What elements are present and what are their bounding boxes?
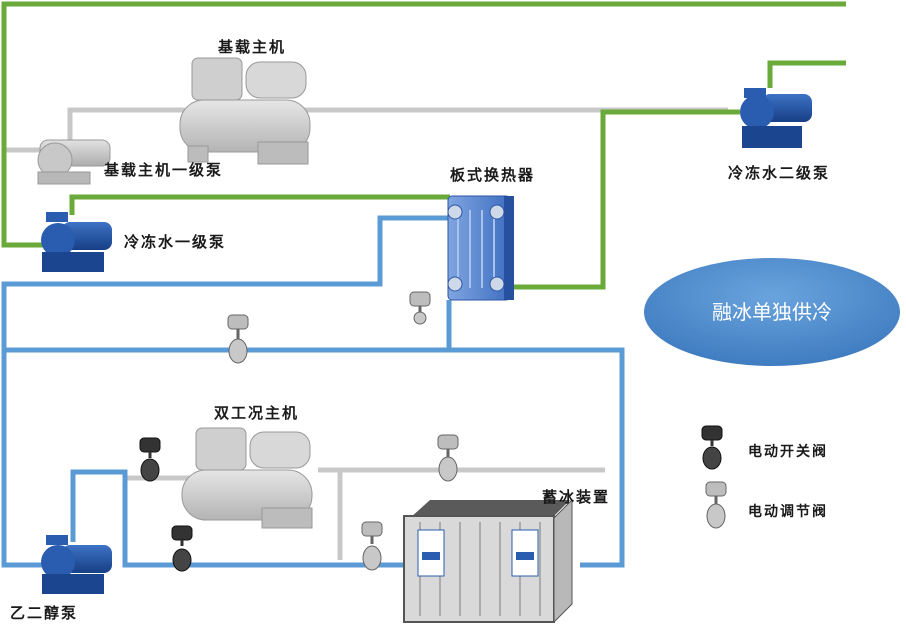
legend-regulating-valve-icon <box>705 481 727 529</box>
base-chiller-pump <box>37 139 111 185</box>
regulating-valve-bypass[interactable] <box>227 314 249 364</box>
regulating-valve-ice-inlet[interactable] <box>361 521 383 571</box>
base-chiller <box>179 57 311 165</box>
plate-heat-exchanger <box>447 195 514 301</box>
chilled-water-primary-pump <box>41 212 112 272</box>
chilled-water-secondary-pump <box>740 88 812 148</box>
label-base-chiller-pump: 基载主机一级泵 <box>103 161 223 179</box>
regulating-valve-hx[interactable] <box>409 291 431 325</box>
label-chilled-water-primary-pump: 冷冻水一级泵 <box>124 233 226 251</box>
label-ice-storage: 蓄冰装置 <box>542 488 610 506</box>
on-off-valve-chiller-bypass[interactable] <box>171 525 193 572</box>
green-pipes <box>1 1 846 290</box>
legend-regulating-valve-label: 电动调节阀 <box>748 503 828 520</box>
on-off-valve-chiller-inlet[interactable] <box>139 437 161 482</box>
regulating-valve-ice-bypass[interactable] <box>437 434 459 482</box>
blue-pipes <box>1 215 625 568</box>
mode-ellipse: 融冰单独供冷 <box>644 258 900 366</box>
legend: 电动开关阀 电动调节阀 <box>701 425 828 529</box>
mode-label: 融冰单独供冷 <box>712 300 832 324</box>
label-glycol-pump: 乙二醇泵 <box>10 604 78 622</box>
glycol-pump <box>41 535 112 594</box>
legend-on-off-valve-label: 电动开关阀 <box>748 443 828 460</box>
legend-on-off-valve-icon <box>701 425 723 470</box>
label-chilled-water-secondary-pump: 冷冻水二级泵 <box>728 164 830 182</box>
label-base-chiller: 基载主机 <box>217 38 286 56</box>
label-dual-duty-chiller: 双工况主机 <box>214 404 299 422</box>
dual-duty-chiller <box>181 427 313 529</box>
ice-storage-unit <box>403 498 573 624</box>
label-plate-heat-exchanger: 板式换热器 <box>450 166 535 184</box>
